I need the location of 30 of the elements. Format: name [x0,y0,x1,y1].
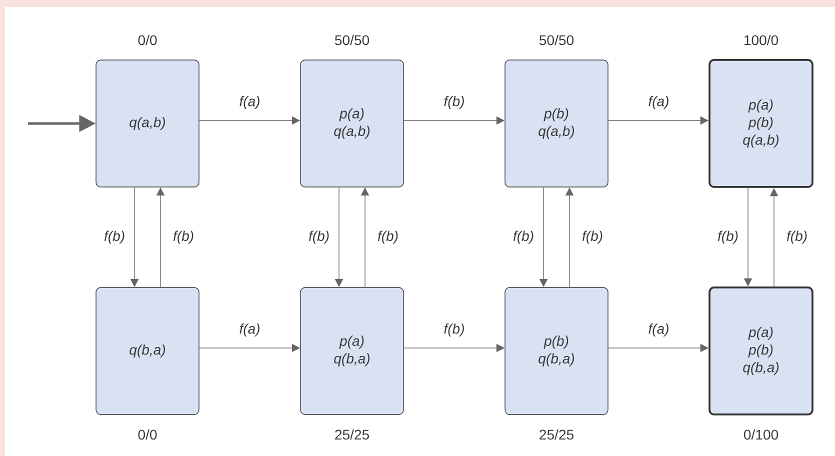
edge-label: f(b) [442,322,466,338]
score-label: 0/0 [138,429,157,440]
score-label: 50/50 [334,34,370,46]
edge-label: f(a) [647,94,670,110]
score-label: 50/50 [539,34,574,46]
state-box: p(b) q(a,b) [504,60,608,188]
state-box: q(a,b) [96,60,200,188]
state-box: p(a) q(a,b) [300,60,404,188]
edge-label: f(a) [647,322,670,338]
state-box: p(a) p(b) q(b,a) [708,286,814,416]
edge-label: f(b) [716,230,740,245]
score-label: 0/0 [138,34,157,46]
edge-label: f(b) [442,94,466,110]
edge-label: f(b) [785,230,809,245]
state-box: p(a) q(b,a) [300,287,404,415]
state-box: p(a) p(b) q(a,b) [708,59,814,188]
state-box: q(b,a) [96,287,200,415]
score-label: 100/0 [744,34,778,46]
score-label: 25/25 [540,429,574,440]
edge-label: f(b) [307,230,331,245]
score-label: 25/25 [335,429,369,440]
state-box: p(b) q(b,a) [504,287,608,415]
edge-label: f(b) [376,230,400,245]
edge-label: f(a) [238,322,262,338]
edge-label: f(b) [102,230,126,245]
score-label: 0/100 [744,429,778,440]
edge-label: f(a) [238,94,262,110]
edge-label: f(b) [580,230,604,245]
edge-label: f(b) [172,230,196,245]
edge-label: f(b) [512,230,536,245]
